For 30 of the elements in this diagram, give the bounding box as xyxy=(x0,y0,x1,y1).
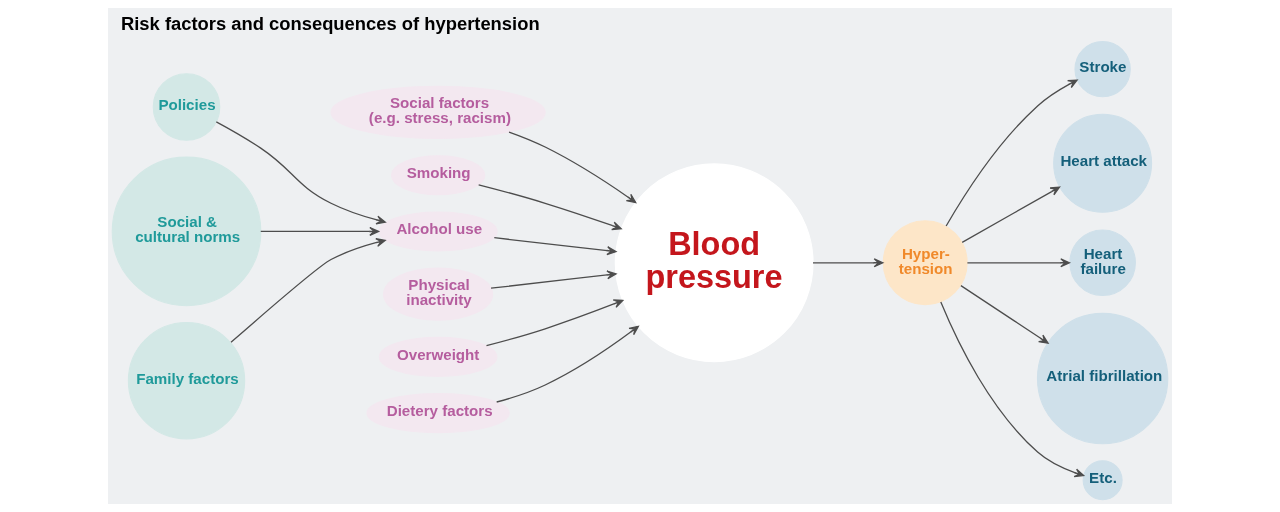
node-circle: Heart failure xyxy=(1069,229,1136,297)
node-circle: Etc. xyxy=(1082,460,1123,501)
node-circle: Stroke xyxy=(1074,41,1131,98)
node-ellipse: Alcohol use xyxy=(378,211,498,252)
arrow xyxy=(230,238,386,343)
arrow xyxy=(812,258,884,268)
arrow xyxy=(960,285,1049,344)
arrow xyxy=(493,237,617,256)
arrow xyxy=(260,226,380,236)
arrow xyxy=(478,184,622,231)
node-ellipse: Overweight xyxy=(378,336,498,377)
node-ellipse: Smoking xyxy=(390,155,486,196)
node-ellipse: Social factors (e.g. stress, racism) xyxy=(330,85,546,139)
arrow xyxy=(496,325,639,403)
node-ellipse: Dietery factors xyxy=(366,393,510,434)
arrow xyxy=(966,258,1071,268)
node-circle: Heart attack xyxy=(1053,113,1153,213)
node-ellipse: Physical inactivity xyxy=(383,267,494,321)
node-circle: Family factors xyxy=(127,321,246,440)
diagram-title: Risk factors and consequences of hypertension xyxy=(120,13,540,35)
arrow xyxy=(940,301,1085,478)
arrow xyxy=(508,131,637,204)
arrow xyxy=(215,121,386,225)
arrow xyxy=(485,299,624,347)
node-circle: Policies xyxy=(152,73,221,141)
node-circle: Social & cultural norms xyxy=(111,156,262,307)
arrow xyxy=(490,270,617,289)
arrow xyxy=(961,186,1061,244)
arrow xyxy=(945,79,1078,227)
node-circle: Hyper- tension xyxy=(882,220,968,306)
